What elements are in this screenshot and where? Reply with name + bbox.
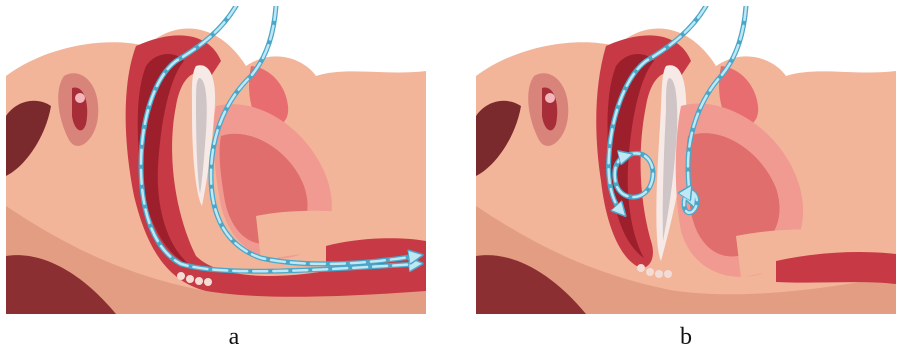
panel-a-open-airway [6,6,426,314]
open-airway-illustration [6,6,426,314]
obstructed-airway-illustration [476,6,896,314]
panel-a-caption: a [24,322,444,352]
panel-b-obstructed-airway [476,6,896,314]
panel-b-caption: b [476,322,896,352]
